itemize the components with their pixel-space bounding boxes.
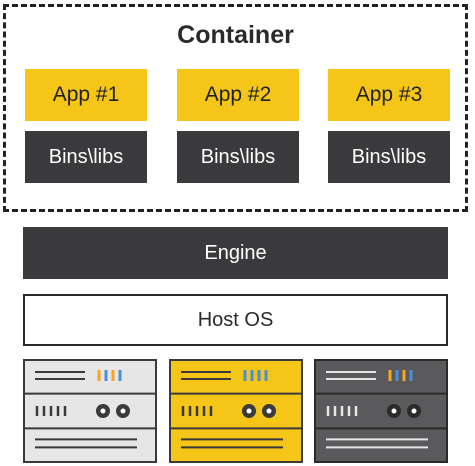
engine-layer: Engine (23, 227, 448, 279)
bins-libs-box-2: Bins\libs (177, 131, 299, 183)
app-stack-1: App #1 Bins\libs (25, 69, 147, 183)
app-box-3: App #3 (328, 69, 450, 121)
server-light-icon (23, 359, 157, 463)
server-chassis (23, 359, 157, 463)
host-os-layer: Host OS (23, 294, 448, 346)
server-button-dot (120, 408, 126, 414)
app-stack-3: App #3 Bins\libs (328, 69, 450, 183)
server-button-dot (246, 408, 252, 414)
server-chassis (314, 359, 448, 463)
server-button-dot (266, 408, 272, 414)
container-group: Container (3, 4, 468, 212)
app-stack-2: App #2 Bins\libs (177, 69, 299, 183)
bins-libs-box-1: Bins\libs (25, 131, 147, 183)
server-button-dot (100, 408, 106, 414)
app-box-2: App #2 (177, 69, 299, 121)
server-button-dot (391, 408, 397, 414)
server-chassis (169, 359, 303, 463)
container-title: Container (177, 21, 294, 49)
server-yellow-icon (169, 359, 303, 463)
app-box-1: App #1 (25, 69, 147, 121)
server-dark-icon (314, 359, 448, 463)
server-button-dot (411, 408, 417, 414)
bins-libs-box-3: Bins\libs (328, 131, 450, 183)
